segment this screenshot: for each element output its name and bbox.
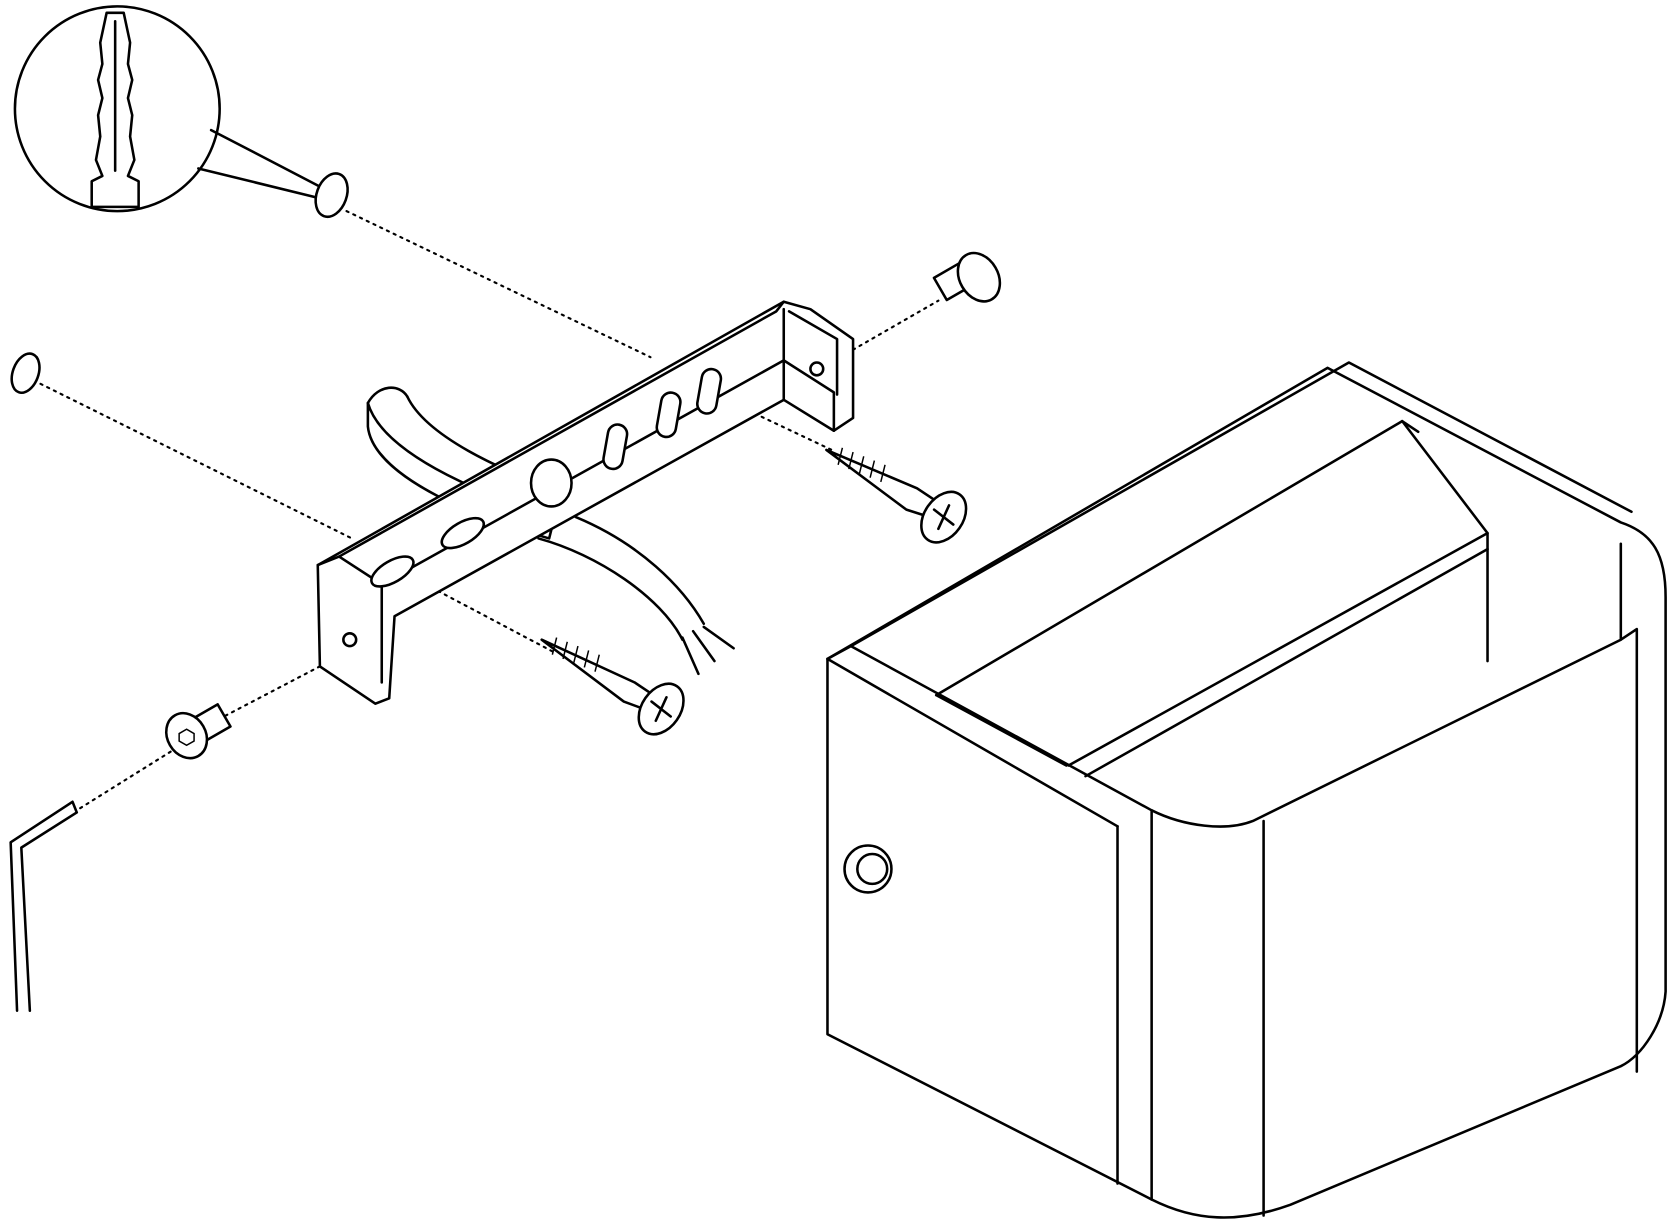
wall-plug-detail-callout	[13, 5, 322, 213]
wall-plug-hole-top	[314, 172, 349, 219]
machine-screw-top	[932, 251, 1002, 303]
cable-entry-hole	[843, 844, 893, 894]
mounting-bracket	[316, 300, 855, 705]
wood-screw-left	[540, 637, 685, 736]
wood-screw-right	[825, 447, 968, 544]
machine-screw-bottom	[164, 703, 232, 760]
hex-key-icon	[9, 800, 79, 1013]
wall-plug-hole-left	[10, 352, 41, 394]
wall-lamp-body	[826, 361, 1667, 1219]
